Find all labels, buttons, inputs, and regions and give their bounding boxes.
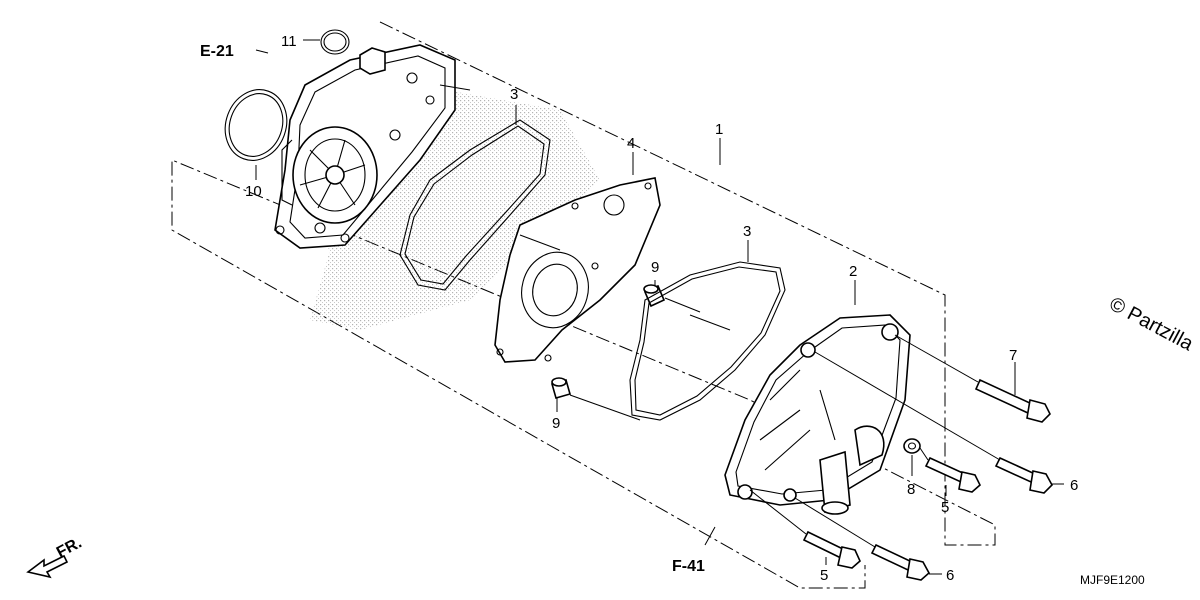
callout-2: 2 [849, 263, 857, 280]
bolt-short-upper [924, 456, 981, 493]
callout-11: 11 [281, 33, 297, 50]
callout-6-upper: 6 [1070, 477, 1078, 494]
ref-e21: E-21 [200, 43, 234, 60]
callout-9-upper: 9 [651, 259, 659, 276]
gasket-first [399, 119, 551, 291]
ref-f41: F-41 [672, 558, 705, 575]
callout-1: 1 [715, 121, 723, 138]
flange-bolt-upper [994, 456, 1053, 494]
o-ring-large [224, 89, 288, 161]
callout-9-lower: 9 [552, 415, 560, 432]
assembly-boundary [171, 21, 996, 589]
flange-bolt-lower [870, 543, 931, 581]
callout-10: 10 [245, 183, 262, 200]
callout-4: 4 [627, 135, 635, 152]
o-ring-small [320, 29, 350, 55]
water-pump-cover [724, 314, 911, 515]
bolt-long [974, 378, 1051, 423]
callout-leaders [255, 39, 1064, 575]
water-pump-plate [494, 177, 661, 363]
sealing-washer [903, 438, 921, 454]
callout-5-lower: 5 [820, 567, 828, 584]
callout-8: 8 [907, 481, 915, 498]
bolt-short-lower [802, 530, 861, 569]
watermark: © Partzilla [1106, 293, 1198, 356]
callout-3-second: 3 [743, 223, 751, 240]
front-arrow-icon [26, 554, 69, 579]
callout-5-upper: 5 [941, 499, 949, 516]
alignment-lines [439, 84, 1001, 548]
diagram-code: MJF9E1200 [1080, 573, 1145, 587]
gasket-second [629, 261, 786, 421]
dowel-pin-lower [551, 377, 571, 399]
callout-6-lower: 6 [946, 567, 954, 584]
dowel-pin-upper [643, 284, 666, 308]
callout-3-first: 3 [510, 86, 518, 103]
front-marker: FR. [54, 534, 85, 561]
callout-7: 7 [1009, 347, 1017, 364]
water-pump-body [274, 44, 456, 249]
